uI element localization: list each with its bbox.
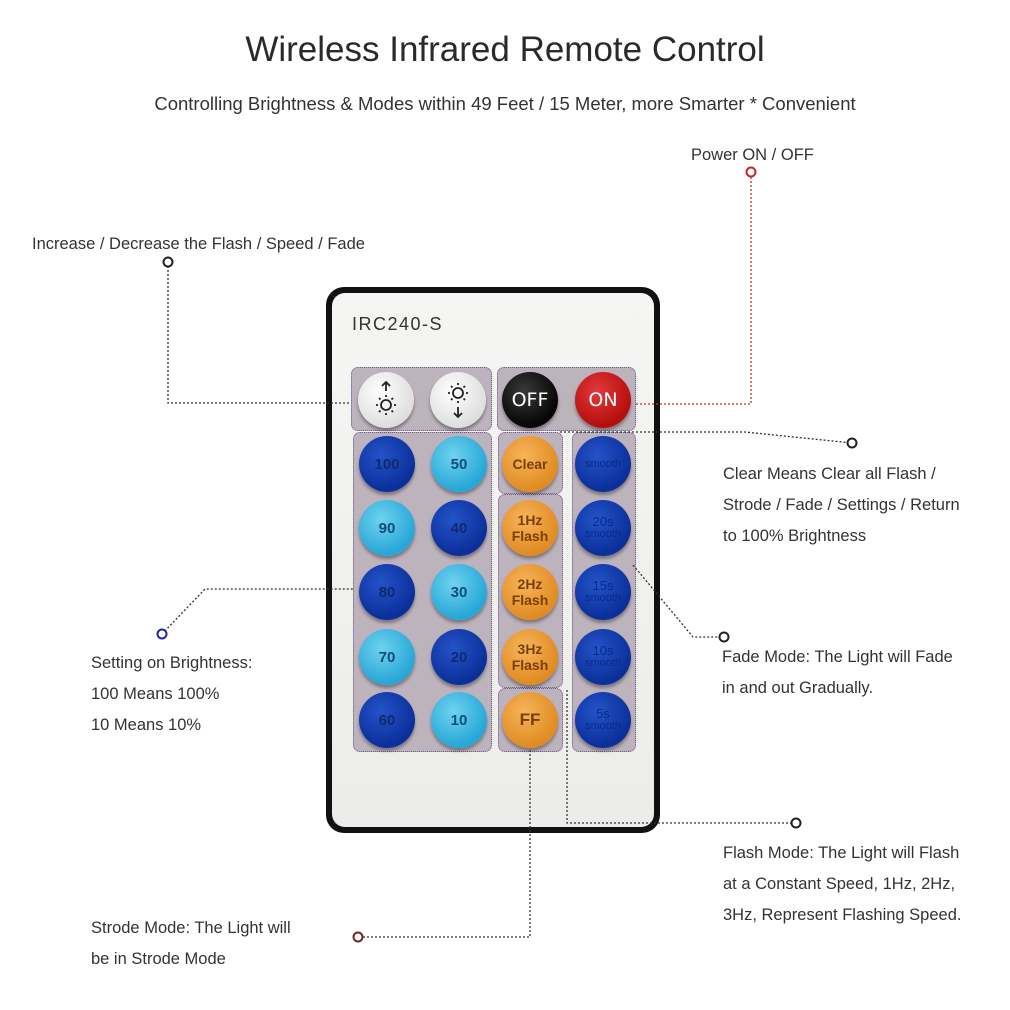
ff-button[interactable]: FF (502, 692, 558, 748)
on-button[interactable]: ON (575, 372, 631, 428)
brightness-90-button[interactable]: 90 (359, 500, 415, 556)
brightness-leader-line (161, 588, 353, 635)
sun-down-icon (448, 383, 468, 419)
brightness-40-button[interactable]: 40 (431, 500, 487, 556)
off-button[interactable]: OFF (502, 372, 558, 428)
flash-callout-dot (790, 817, 802, 829)
model-label: IRC240-S (352, 314, 444, 334)
callout-brightness: Setting on Brightness:100 Means 100%10 M… (91, 654, 253, 734)
brightness-down-button[interactable] (430, 372, 486, 428)
brightness-20-button[interactable]: 20 (431, 629, 487, 685)
fade-callout-dot (718, 631, 730, 643)
brightness-100-button[interactable]: 100 (359, 436, 415, 492)
clear-button[interactable]: Clear (502, 436, 558, 492)
brightness-callout-dot (156, 628, 168, 640)
page-subtitle: Controlling Brightness & Modes within 49… (154, 93, 856, 114)
brightness-60-button[interactable]: 60 (359, 692, 415, 748)
callout-power: Power ON / OFF (691, 146, 814, 164)
increase-leader-line (167, 266, 351, 404)
brightness-up-button[interactable] (358, 372, 414, 428)
brightness-70-button[interactable]: 70 (359, 629, 415, 685)
page-title: Wireless Infrared Remote Control (245, 30, 765, 69)
callout-increase-decrease: Increase / Decrease the Flash / Speed / … (32, 235, 365, 253)
strode-callout-dot (352, 931, 364, 943)
smooth-button[interactable]: smooth (575, 436, 631, 492)
clear-callout-dot (846, 437, 858, 449)
brightness-50-button[interactable]: 50 (431, 436, 487, 492)
brightness-80-button[interactable]: 80 (359, 564, 415, 620)
callout-clear: Clear Means Clear all Flash /Strode / Fa… (723, 465, 960, 545)
brightness-10-button[interactable]: 10 (431, 692, 487, 748)
sun-up-icon (376, 380, 396, 415)
brightness-30-button[interactable]: 30 (431, 564, 487, 620)
